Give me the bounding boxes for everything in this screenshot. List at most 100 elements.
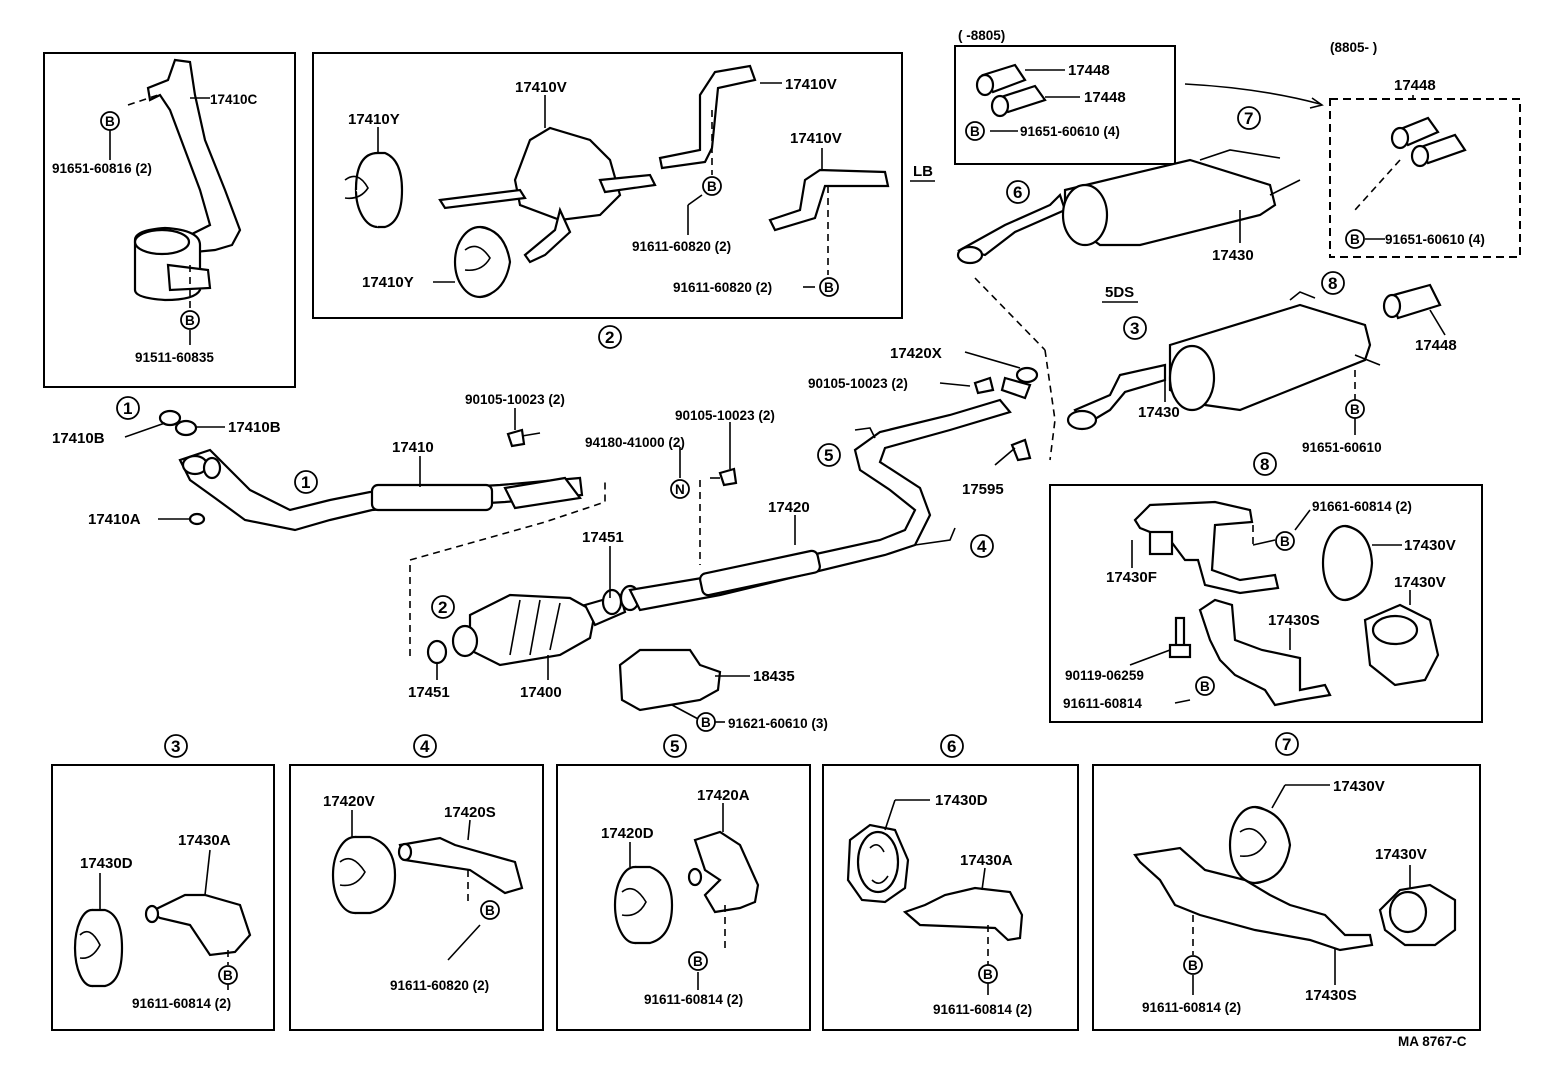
svg-text:8: 8	[1260, 455, 1269, 474]
svg-text:B: B	[707, 179, 717, 194]
box-b-hangers: 17410V 17410V 17410V 17410Y 17410Y B 916…	[312, 52, 903, 349]
label-91651-60610-d: 91651-60610 (4)	[1385, 232, 1485, 247]
callout-2-top: 2	[598, 325, 622, 349]
label-17430-lb: 17430	[1212, 247, 1254, 264]
label-17410: 17410	[392, 439, 434, 456]
bolt-mark-4: B	[480, 900, 500, 920]
label-17430v-7a: 17430V	[1333, 778, 1385, 795]
bolt-mark-main-2: B	[1345, 399, 1365, 419]
svg-text:7: 7	[1282, 735, 1291, 754]
label-17420s-4: 17420S	[444, 804, 496, 821]
callout-3-muffler: 3	[1123, 316, 1147, 340]
label-17430-5ds: 17430	[1138, 404, 1180, 421]
label-17410v-2: 17410V	[785, 76, 837, 93]
box-d-header: (8805- )	[1330, 40, 1377, 55]
bolt-mark-7: B	[1183, 955, 1203, 975]
label-91511-60835: 91511-60835	[135, 350, 214, 365]
label-90119-06259: 90119-06259	[1065, 668, 1144, 683]
callout-8-box: 8	[1253, 452, 1277, 476]
main-assembly: 17410B 17410B 17410A 17410 90105-10023 (…	[52, 106, 1457, 732]
svg-text:B: B	[105, 114, 115, 129]
label-17420a-5: 17420A	[697, 787, 750, 804]
label-17420d-5: 17420D	[601, 825, 654, 842]
box-6-detail: 6 17430D 17430A B 91611-60814 (2)	[822, 734, 1079, 1031]
svg-text:B: B	[970, 124, 980, 139]
label-17451-upper: 17451	[582, 529, 624, 546]
callout-4-pipe: 4	[970, 534, 994, 558]
label-17410y-1: 17410Y	[348, 111, 400, 128]
box-c-header: ( -8805)	[958, 28, 1005, 43]
label-17430f: 17430F	[1106, 569, 1157, 586]
label-17420v-4: 17420V	[323, 793, 375, 810]
svg-text:2: 2	[605, 328, 614, 347]
label-91611-60814-7: 91611-60814 (2)	[1142, 1000, 1241, 1015]
svg-text:4: 4	[420, 737, 430, 756]
svg-text:N: N	[675, 482, 685, 497]
label-18435: 18435	[753, 668, 795, 685]
callout-6-muffler: 6	[1006, 180, 1030, 204]
svg-text:4: 4	[977, 537, 987, 556]
box-a-bracket: 17410C B 91651-60816 (2) B 91511-60835	[43, 52, 296, 388]
label-94180-41000: 94180-41000 (2)	[585, 435, 685, 450]
svg-text:B: B	[983, 967, 993, 982]
bolt-mark-b2: B	[819, 277, 839, 297]
svg-text:B: B	[701, 715, 711, 730]
label-5ds: 5DS	[1105, 284, 1134, 301]
label-91661-60814: 91661-60814 (2)	[1312, 499, 1412, 514]
label-17410y-2: 17410Y	[362, 274, 414, 291]
bolt-mark-b1: B	[702, 176, 722, 196]
label-91611-60814-5: 91611-60814 (2)	[644, 992, 743, 1007]
label-17448-main: 17448	[1415, 337, 1457, 354]
bolt-mark-main-1: B	[696, 712, 716, 732]
label-17430v-8a: 17430V	[1404, 537, 1456, 554]
bolt-mark-8b: B	[1195, 676, 1215, 696]
callout-4-box: 4	[413, 734, 437, 758]
callout-7-box: 7	[1275, 732, 1299, 756]
box-4-detail: 4 17420V 17420S B 91611-60820 (2)	[289, 734, 544, 1031]
callout-5-box: 5	[663, 734, 687, 758]
svg-text:B: B	[1350, 402, 1360, 417]
svg-text:5: 5	[670, 737, 679, 756]
label-91611-60820-4: 91611-60820 (2)	[390, 978, 489, 993]
callout-1-pipe: 1	[294, 470, 318, 494]
svg-text:B: B	[223, 968, 233, 983]
bolt-mark-d: B	[1345, 229, 1365, 249]
label-90105-10023-b: 90105-10023 (2)	[675, 408, 775, 423]
svg-text:1: 1	[123, 399, 132, 418]
bolt-mark-8a: B	[1275, 531, 1295, 551]
label-17430s-8: 17430S	[1268, 612, 1320, 629]
bolt-mark-6: B	[978, 964, 998, 984]
svg-text:5: 5	[824, 446, 833, 465]
box-3-detail: 3 17430D 17430A B 91611-60814 (2)	[51, 734, 275, 1031]
label-91621-60610: 91621-60610 (3)	[728, 716, 828, 731]
box-d-tailpipe-late: (8805- ) 17448 B 91651-60610 (4)	[1329, 40, 1521, 258]
bolt-mark-3: B	[218, 965, 238, 985]
label-91611-60814-6: 91611-60814 (2)	[933, 1002, 1032, 1017]
svg-text:7: 7	[1244, 109, 1253, 128]
svg-text:6: 6	[947, 737, 956, 756]
box-7-detail: 7 17430V 17430V B 91611-60814 (2) 17430S	[1092, 732, 1481, 1031]
label-91611-60814-3: 91611-60814 (2)	[132, 996, 231, 1011]
label-90105-10023-c: 90105-10023 (2)	[808, 376, 908, 391]
svg-text:3: 3	[171, 737, 180, 756]
box-5-detail: 5 17420A 17420D B 91611-60814 (2)	[556, 734, 811, 1031]
svg-text:B: B	[185, 313, 195, 328]
label-17430v-7b: 17430V	[1375, 846, 1427, 863]
label-17448-d: 17448	[1394, 77, 1436, 94]
svg-text:B: B	[1280, 534, 1290, 549]
bolt-mark-a1: B	[100, 111, 120, 131]
label-17400: 17400	[520, 684, 562, 701]
diagram-id: MA 8767-C	[1398, 1034, 1467, 1049]
label-17430a-6: 17430A	[960, 852, 1013, 869]
label-17420: 17420	[768, 499, 810, 516]
label-17410b-left: 17410B	[52, 430, 105, 447]
label-17410c: 17410C	[210, 92, 258, 107]
svg-text:B: B	[1200, 679, 1210, 694]
label-91611-60820-a: 91611-60820 (2)	[632, 239, 731, 254]
n-mark: N	[670, 479, 690, 499]
callout-3-box: 3	[164, 734, 188, 758]
callout-1-gasket: 1	[116, 396, 140, 420]
callout-5-pipe: 5	[817, 443, 841, 467]
label-17448-c2: 17448	[1084, 89, 1126, 106]
